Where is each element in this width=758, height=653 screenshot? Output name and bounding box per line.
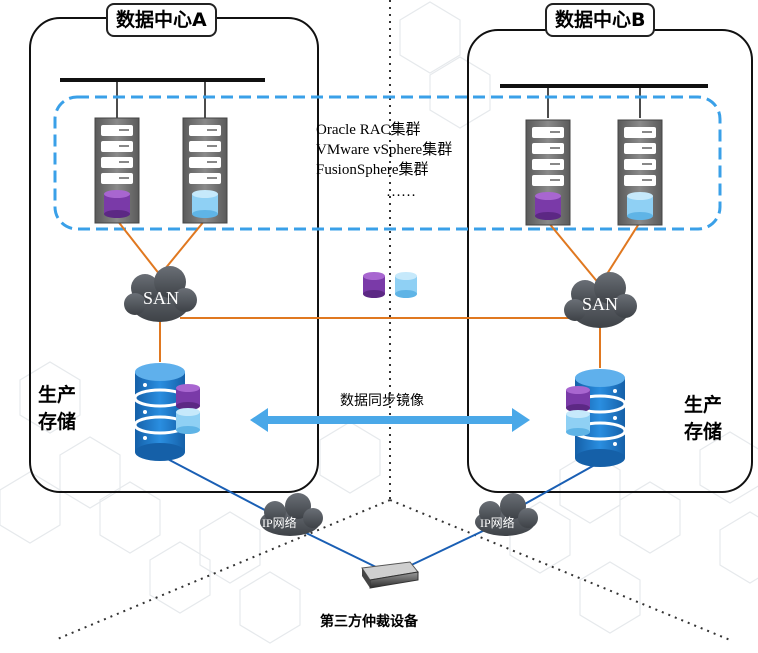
server-icon bbox=[617, 119, 663, 226]
san-label-a: SAN bbox=[143, 288, 180, 308]
storage-label-b-line1: 生产 bbox=[684, 394, 723, 416]
server-icon bbox=[94, 117, 140, 224]
san-cloud-icon bbox=[564, 272, 637, 328]
storage-label-a-line2: 存储 bbox=[38, 411, 77, 433]
fc-links bbox=[116, 219, 641, 368]
cluster-oracle: Oracle RAC集群 bbox=[316, 122, 421, 138]
arbiter-device-icon bbox=[361, 561, 419, 589]
network-bus bbox=[60, 78, 708, 118]
cluster-vmware: VMware vSphere集群 bbox=[316, 142, 453, 158]
ip-network-label-b: IP网络 bbox=[480, 516, 515, 530]
cluster-boundary bbox=[53, 95, 722, 231]
san-cloud-icon bbox=[124, 266, 197, 322]
server-icon bbox=[525, 119, 571, 226]
storage-icon bbox=[133, 363, 200, 461]
cluster-ellipsis: …… bbox=[386, 184, 416, 200]
server-icon bbox=[182, 117, 228, 224]
ip-cloud-icon bbox=[475, 493, 538, 536]
datacenter-a-title: 数据中心A bbox=[106, 3, 217, 37]
storage-label-b-line2: 存储 bbox=[684, 421, 723, 443]
disk-pair-icon bbox=[363, 272, 417, 298]
ip-cloud-icon bbox=[260, 493, 323, 536]
sync-arrow-icon bbox=[250, 408, 530, 432]
sync-label: 数据同步镜像 bbox=[340, 393, 424, 409]
dotted-separators bbox=[54, 0, 731, 641]
datacenter-b-title: 数据中心B bbox=[545, 3, 656, 37]
arbiter-label: 第三方仲裁设备 bbox=[320, 614, 418, 630]
ip-links bbox=[159, 454, 601, 569]
storage-icon bbox=[566, 369, 627, 467]
storage-label-a-line1: 生产 bbox=[38, 384, 77, 406]
ip-network-label-a: IP网络 bbox=[262, 516, 297, 530]
cluster-fusionsphere: FusionSphere集群 bbox=[316, 162, 429, 178]
san-label-b: SAN bbox=[582, 294, 619, 314]
